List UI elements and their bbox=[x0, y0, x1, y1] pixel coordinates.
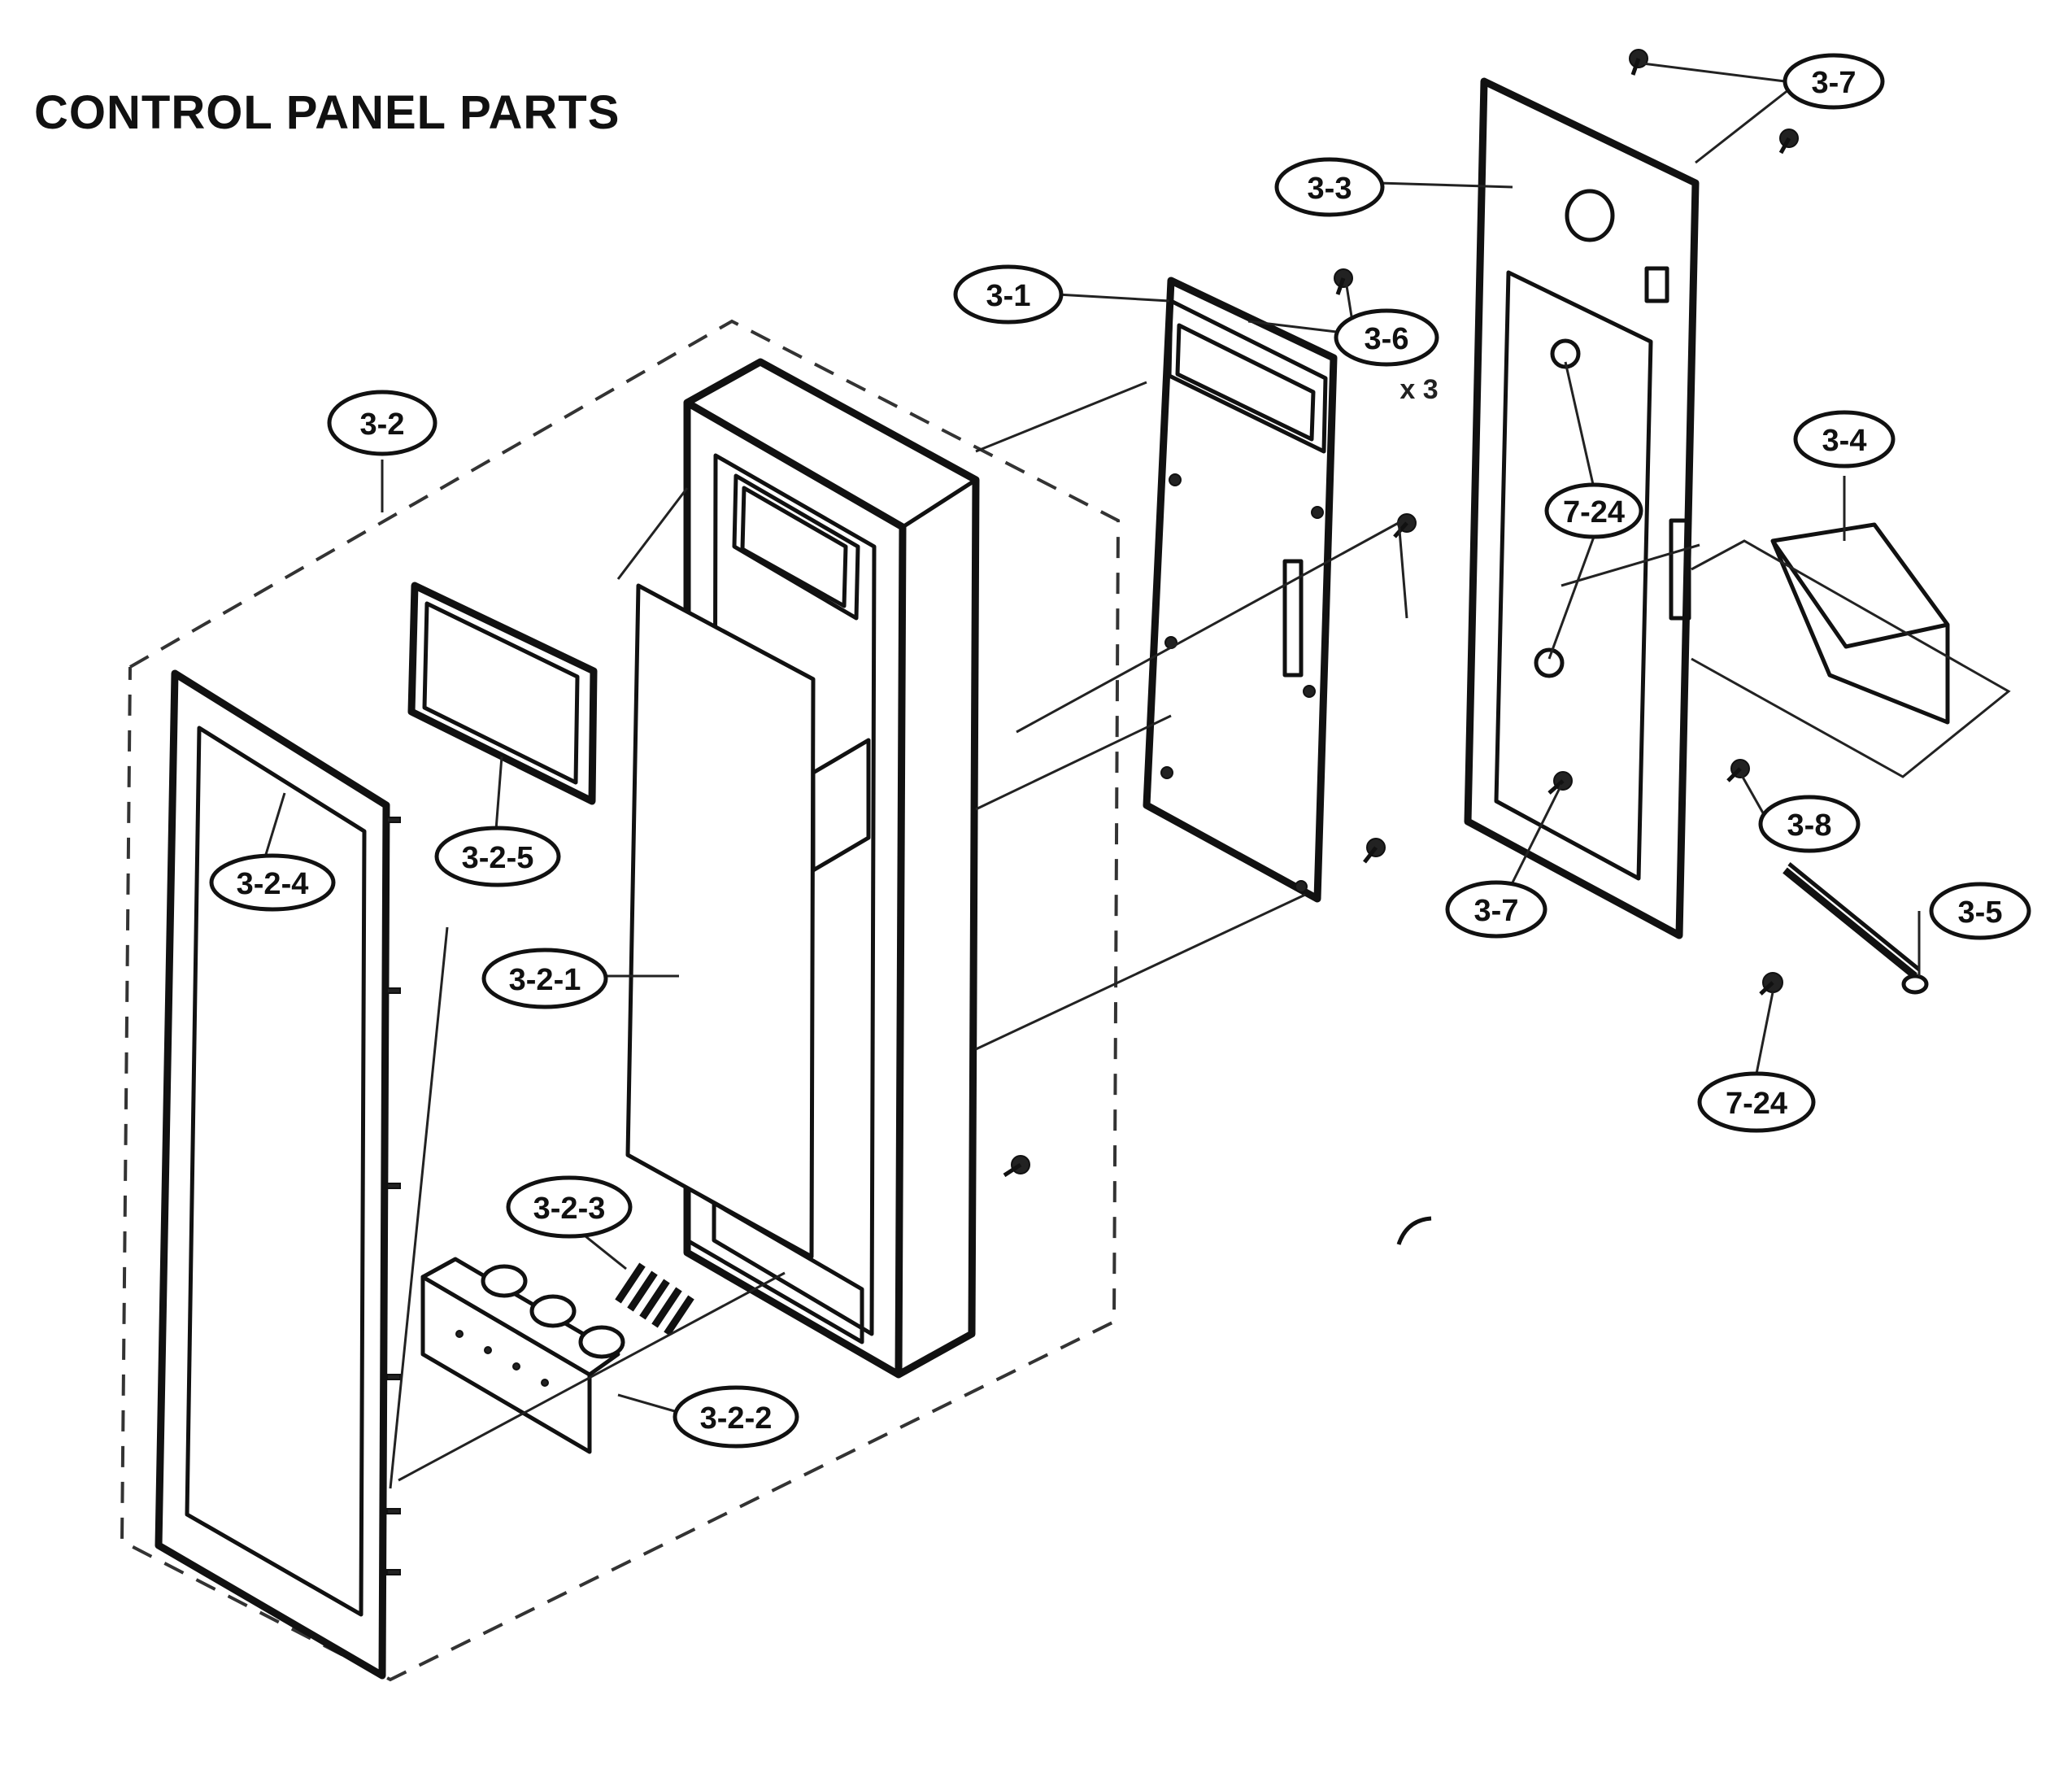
callout-7-24-upper: 7-24 bbox=[1544, 482, 1643, 539]
part-3-5-rod bbox=[1783, 862, 1929, 995]
part-3-2-2-button-block bbox=[420, 1257, 625, 1454]
screw-3-6-top bbox=[1334, 268, 1353, 295]
callout-leader-lines bbox=[263, 62, 1921, 1415]
callout-label: 3-6 bbox=[1365, 322, 1409, 356]
callout-label: 3-8 bbox=[1787, 808, 1832, 843]
callout-3-2-5: 3-2-5 bbox=[434, 826, 561, 887]
exploded-view-lines bbox=[389, 381, 2011, 1489]
callout-3-3: 3-3 bbox=[1274, 157, 1385, 217]
callout-label: 3-2-4 bbox=[237, 867, 309, 901]
screw-7-24-bottom bbox=[1759, 972, 1783, 996]
callout-3-5: 3-5 bbox=[1929, 882, 2031, 940]
quantity-note: x 3 bbox=[1399, 374, 1438, 405]
callout-3-4: 3-4 bbox=[1793, 410, 1896, 468]
callout-label: 3-7 bbox=[1474, 894, 1519, 928]
callout-label: 3-2-1 bbox=[509, 963, 581, 997]
callout-label: 3-1 bbox=[986, 279, 1031, 313]
callout-3-2-4: 3-2-4 bbox=[209, 853, 336, 912]
callout-3-7-top: 3-7 bbox=[1783, 53, 1885, 110]
diagram-title: CONTROL PANEL PARTS bbox=[34, 86, 620, 139]
part-3-2-control-panel-housing bbox=[683, 358, 980, 1379]
callout-label: 3-5 bbox=[1958, 896, 2003, 930]
part-3-4-latch-bracket bbox=[1770, 522, 1950, 725]
screw-3-6-bottom bbox=[1363, 838, 1386, 864]
screw-3-6-mid bbox=[1393, 513, 1417, 538]
callout-label: 3-2-2 bbox=[700, 1401, 773, 1436]
callout-3-8: 3-8 bbox=[1758, 795, 1861, 853]
callout-3-1: 3-1 bbox=[953, 264, 1064, 325]
callout-label: 3-2-3 bbox=[533, 1192, 606, 1226]
callout-7-24-lower: 7-24 bbox=[1697, 1071, 1816, 1133]
part-3-2-5-window bbox=[407, 582, 598, 805]
part-3-3-mounting-bracket bbox=[1464, 77, 1700, 939]
callout-3-2-3: 3-2-3 bbox=[506, 1175, 633, 1239]
screw-housing-bottom bbox=[1003, 1155, 1030, 1178]
callout-3-2: 3-2 bbox=[327, 390, 437, 456]
screws bbox=[1003, 49, 1799, 1178]
part-3-1-circuit-board bbox=[1143, 277, 1338, 903]
callout-label: 3-2 bbox=[360, 407, 405, 442]
callout-3-2-1: 3-2-1 bbox=[481, 948, 608, 1009]
callout-3-7-middle: 3-7 bbox=[1445, 880, 1547, 939]
callout-label: 7-24 bbox=[1726, 1087, 1787, 1121]
callout-label: 3-7 bbox=[1812, 66, 1857, 100]
part-3-2-1-membrane bbox=[625, 583, 871, 1259]
assembly-3-2-dashed-boundary bbox=[120, 319, 1121, 1682]
callout-label: 3-4 bbox=[1822, 424, 1867, 458]
callout-3-2-2: 3-2-2 bbox=[673, 1385, 799, 1449]
callout-label: 7-24 bbox=[1563, 495, 1625, 529]
screw-3-7-top-left bbox=[1629, 49, 1648, 76]
callout-label: 3-2-5 bbox=[462, 841, 534, 875]
stray-arc-mark bbox=[1396, 1216, 1432, 1245]
callout-3-6: 3-6 bbox=[1334, 308, 1439, 367]
part-3-2-4-front-frame bbox=[155, 669, 401, 1680]
screw-3-7-top-right bbox=[1778, 129, 1799, 155]
callout-label: 3-3 bbox=[1308, 172, 1352, 206]
screw-3-7-middle bbox=[1547, 771, 1573, 795]
screw-3-8 bbox=[1726, 759, 1750, 782]
part-3-2-3-spring bbox=[615, 1262, 694, 1336]
